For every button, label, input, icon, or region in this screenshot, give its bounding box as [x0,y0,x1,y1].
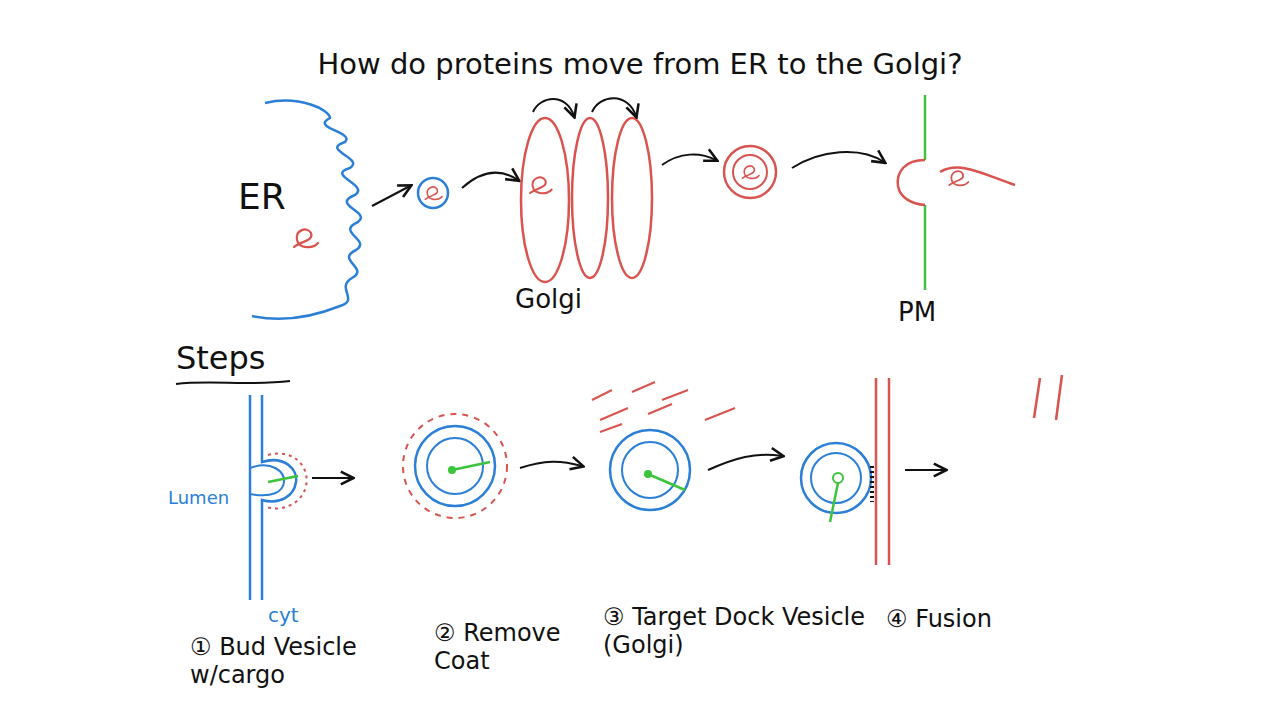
golgi-cisterna [521,118,569,282]
cargo [268,476,298,482]
arrow [708,455,782,470]
arrow [533,99,574,116]
protein-squiggle [294,229,318,247]
vesicle [622,442,678,498]
arrow [662,155,716,165]
plasma-membrane [924,205,927,290]
arrow [905,469,945,471]
section-heading: Steps [176,340,306,377]
arrow [792,152,884,168]
vesicle [801,443,871,513]
membrane [262,395,296,600]
membrane [249,395,252,600]
coat-fragment [662,390,688,400]
region-label: Golgi [515,285,615,315]
coat-fragment [705,408,735,420]
coat-fragment [632,382,655,392]
coat-fragment [600,424,622,432]
golgi-membrane [888,378,891,565]
vesicle [724,146,776,198]
step-label: ② Remove Coat [434,620,594,675]
arrow [372,186,410,206]
membrane-sketch [1034,378,1040,418]
step-label: ③ Target Dock Vesicle (Golgi) [603,604,873,659]
golgi-cisterna [612,118,652,278]
arrow [312,477,352,479]
protein-squiggle [530,177,552,193]
plasma-membrane [924,95,927,160]
region-label: ER [238,176,308,217]
protein-squiggle [949,171,968,185]
coat-fragment [648,404,672,414]
arrow [592,98,636,116]
title: How do proteins move from ER to the Golg… [0,48,1280,81]
released-coat [592,382,735,432]
protein-squiggle [742,166,759,178]
cargo [830,483,838,522]
coat [403,414,507,518]
cargo [833,473,843,483]
coat [266,454,307,509]
vesicle [415,426,495,506]
vesicle [418,178,448,208]
arrow [462,172,518,188]
coat-fragment [592,390,612,400]
fused-vesicle [940,168,1015,185]
step-label: ④ Fusion [886,606,1046,634]
fused-vesicle [898,160,925,205]
arrow [520,462,582,468]
snare-complex [870,466,874,502]
protein-squiggle [425,187,442,199]
compartment-label: cyt [268,604,328,627]
step-label: ① Bud Vesicle w/cargo [190,634,425,689]
membrane-sketch [1056,375,1062,420]
golgi-cisterna [572,118,608,278]
region-label: PM [898,298,968,328]
cargo [648,474,685,490]
compartment-label: Lumen [168,488,246,509]
coat-fragment [600,408,628,420]
golgi-membrane [875,378,878,565]
cargo [452,462,490,470]
underline [176,381,290,384]
vesicle [733,155,767,189]
vesicle [610,430,690,510]
